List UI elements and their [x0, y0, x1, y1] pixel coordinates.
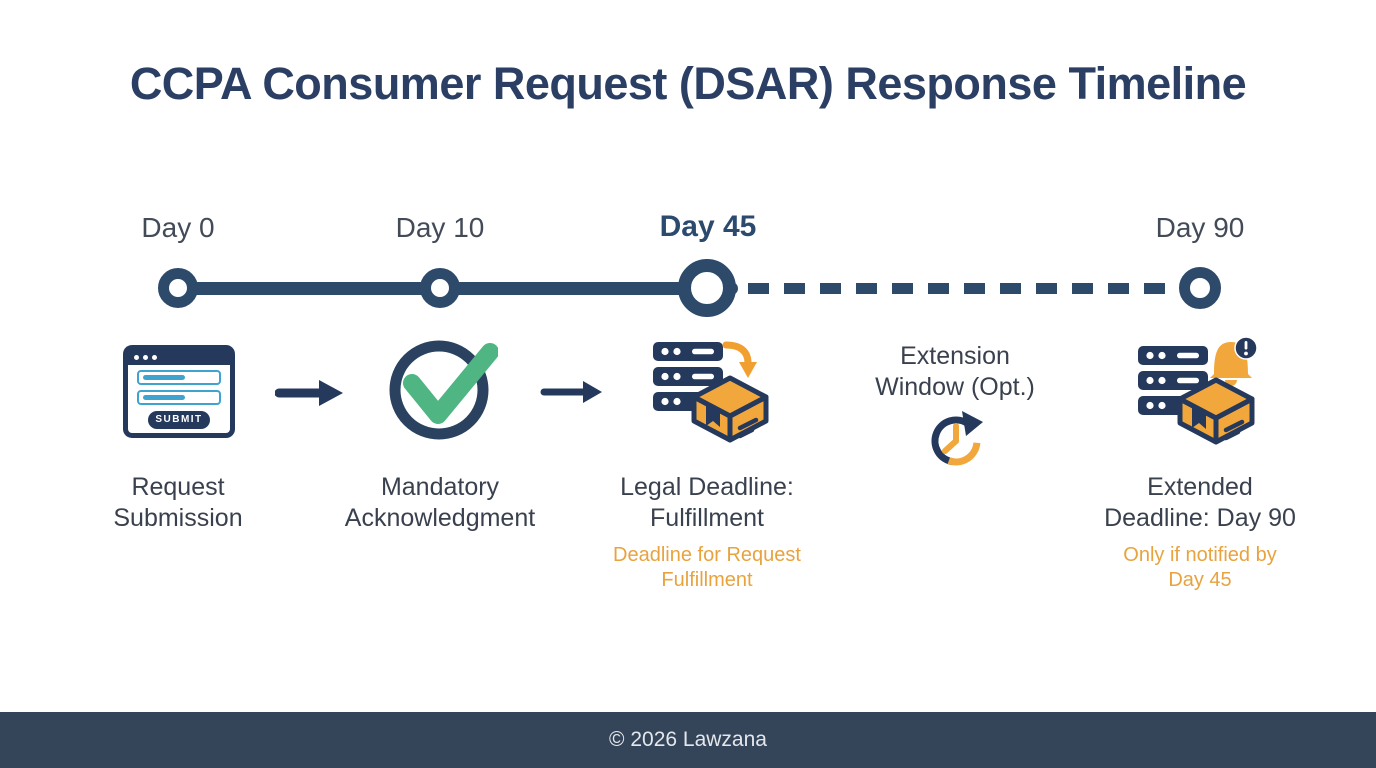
check-circle-icon — [386, 336, 499, 453]
step-note-line: Day 45 — [1168, 569, 1232, 591]
step-title-line: Extension — [900, 342, 1010, 370]
timeline-node-day45 — [678, 259, 736, 317]
step-title-legal-deadline: Legal Deadline: Fulfillment — [557, 472, 857, 534]
browser-dot-icon — [134, 355, 139, 360]
step-title-line: Acknowledgment — [344, 504, 536, 532]
milestone-label-day0: Day 0 — [141, 212, 215, 243]
copyright-text: © 2026 Lawzana — [609, 728, 767, 751]
step-title-extended-deadline: Extended Deadline: Day 90 — [1050, 472, 1350, 534]
step-title-line: Legal Deadline: — [620, 473, 794, 501]
milestone-label-day45: Day 45 — [659, 210, 757, 243]
step-title-request-submission: Request Submission — [28, 472, 328, 534]
timeline-node-day0 — [158, 268, 198, 308]
package-box — [691, 375, 769, 443]
step-title-line: Deadline: Day 90 — [1104, 504, 1296, 532]
timeline-node-day90 — [1179, 267, 1221, 309]
step-title-line: Fulfillment — [650, 504, 764, 532]
server-package-icon — [648, 336, 770, 451]
step-note-line: Deadline for Request — [613, 544, 801, 566]
arrow-right-icon — [274, 378, 345, 413]
step-title-line: Mandatory — [380, 473, 500, 501]
milestone-label-day90: Day 90 — [1155, 212, 1245, 243]
timeline-node-day10 — [420, 268, 460, 308]
step-note-legal-deadline: Deadline for Request Fulfillment — [557, 543, 857, 593]
step-title-line: Submission — [113, 504, 243, 532]
timeline-track-dashed — [748, 283, 1184, 294]
bell-alert-badge — [1234, 336, 1258, 360]
step-title-mandatory-acknowledgment: Mandatory Acknowledgment — [290, 472, 590, 534]
step-title-line: Request — [131, 473, 225, 501]
alert-bell-icon — [1210, 336, 1258, 386]
submit-button-label: SUBMIT — [148, 411, 210, 429]
browser-dot-icon — [143, 355, 148, 360]
arrow-right-icon — [540, 377, 604, 412]
curved-down-arrow-icon — [722, 341, 757, 378]
form-submit-window-icon: SUBMIT — [123, 345, 235, 438]
step-title-extension-window: Extension Window (Opt.) — [805, 341, 1105, 403]
browser-title-bar — [128, 350, 230, 365]
milestone-label-day10: Day 10 — [395, 212, 485, 243]
form-input-field — [137, 390, 221, 405]
step-note-line: Only if notified by — [1123, 544, 1277, 566]
server-package-alert-icon — [1132, 334, 1262, 451]
form-input-field — [137, 370, 221, 385]
clock-refresh-icon — [924, 410, 992, 477]
form-input-value-bar — [142, 394, 185, 400]
package-box — [1177, 377, 1255, 445]
form-input-value-bar — [142, 374, 185, 380]
step-title-line: Window (Opt.) — [875, 373, 1035, 401]
browser-dot-icon — [152, 355, 157, 360]
step-title-line: Extended — [1147, 473, 1253, 501]
step-note-extended-deadline: Only if notified by Day 45 — [1050, 543, 1350, 593]
footer-bar: © 2026 Lawzana — [0, 712, 1376, 768]
step-note-line: Fulfillment — [661, 569, 753, 591]
page-title: CCPA Consumer Request (DSAR) Response Ti… — [129, 58, 1247, 109]
